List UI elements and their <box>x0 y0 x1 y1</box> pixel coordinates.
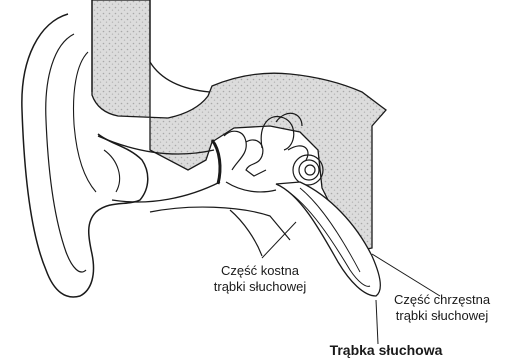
label-cartilaginous-part: Część chrzęstna trąbki słuchowej <box>380 292 504 324</box>
tympanic-membrane <box>212 140 220 184</box>
tragus <box>104 150 120 192</box>
styloid-process <box>150 207 290 256</box>
label-bony-part-line2: trąbki słuchowej <box>196 279 324 295</box>
label-bony-part: Część kostna trąbki słuchowej <box>196 263 324 295</box>
ear-canal-lower <box>112 182 220 202</box>
label-cartilaginous-part-line2: trąbki słuchowej <box>380 308 504 324</box>
helix-inner <box>46 34 86 272</box>
diagram-title: Trąbka słuchowa <box>296 342 476 358</box>
label-cartilaginous-part-line1: Część chrzęstna <box>380 292 504 308</box>
tympanic-cavity <box>226 182 276 192</box>
label-bony-part-line1: Część kostna <box>196 263 324 279</box>
pointer-title <box>376 300 378 344</box>
cochlea <box>293 155 323 185</box>
ossicles <box>224 131 266 176</box>
pointer-cartilaginous-part <box>372 254 440 296</box>
